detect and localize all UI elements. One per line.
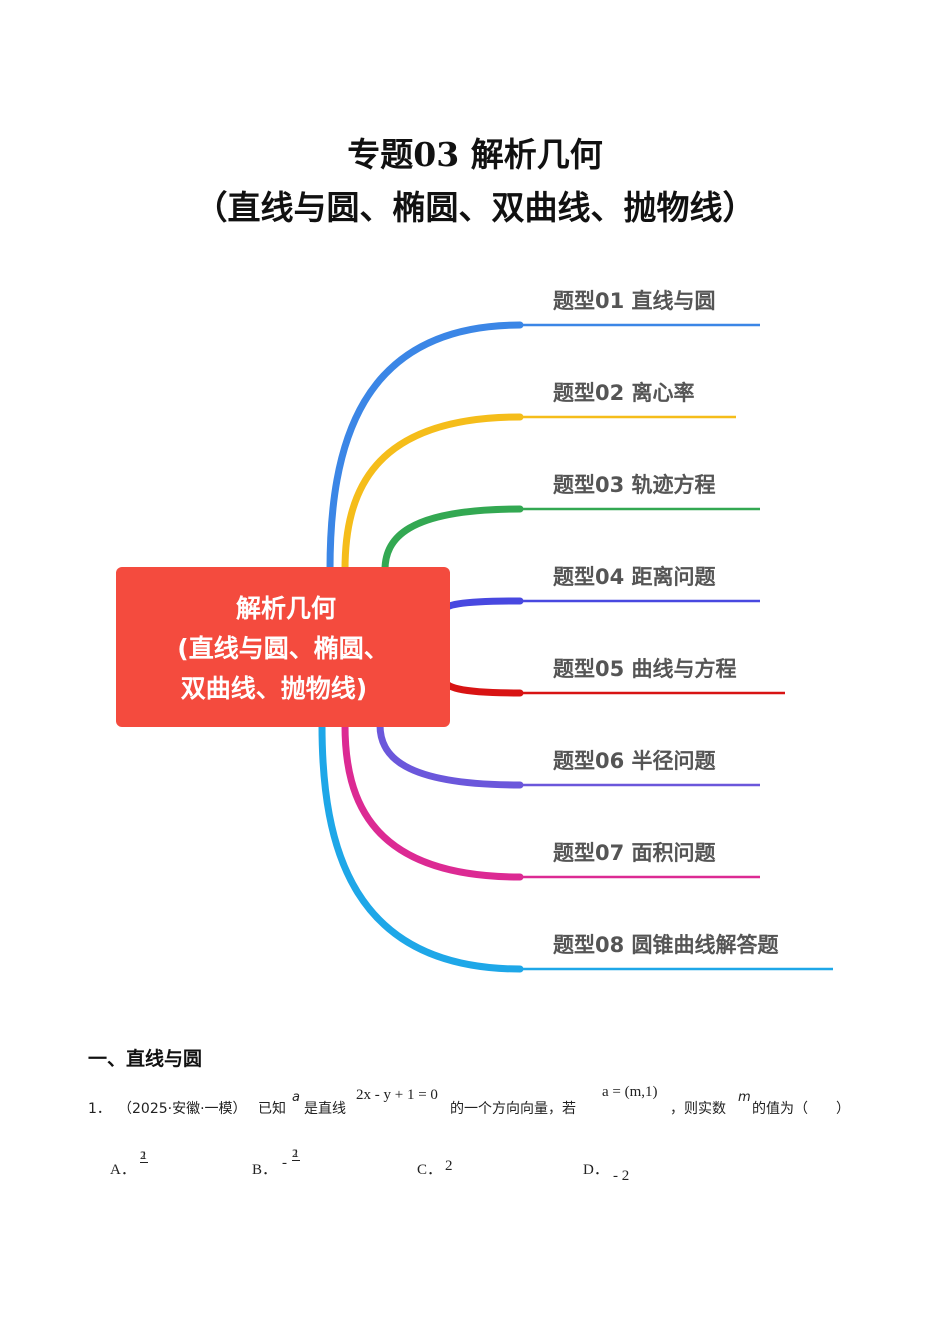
option-a-label: A． [110,1162,136,1178]
question-1: 1． （2025·安徽·一模） 已知 a 是直线 2x - y + 1 = 0 … [88,1084,888,1130]
question-text-5: 的值为（ ） [752,1101,850,1117]
option-a-denominator: 2 [140,1148,146,1162]
branch-curve-3 [381,505,524,574]
branch-label-3: 题型03 轨迹方程 [553,473,716,497]
branch-label-7: 题型07 面积问题 [553,841,717,865]
variable-a: a [292,1090,300,1105]
document-title: 专题03 解析几何 [347,135,603,174]
option-b-numerator: 1 [292,1146,300,1161]
option-b-denominator: 2 [292,1146,298,1160]
mind-map-center-node: 解析几何 (直线与圆、椭圆、 双曲线、抛物线) [116,567,450,727]
branch-label-4: 题型04 距离问题 [553,565,717,589]
center-node-line-2: (直线与圆、椭圆、 [177,634,388,663]
branch-curve-8 [318,721,524,973]
center-node-line-3: 双曲线、抛物线) [181,674,367,703]
question-text-1: 已知 [258,1101,286,1117]
document-subtitle: （直线与圆、椭圆、双曲线、抛物线） [194,188,756,227]
option-d-label: D． [583,1162,609,1178]
section-heading: 一、直线与圆 [88,1048,203,1070]
option-b-label: B． [252,1162,278,1178]
variable-m: m [738,1090,751,1105]
branch-curve-4 [441,597,524,614]
option-d-value: - 2 [613,1168,630,1184]
branch-label-8: 题型08 圆锥曲线解答题 [553,933,780,957]
center-node-line-1: 解析几何 [236,594,336,623]
vector-expression: a = (m,1) [602,1084,658,1100]
option-b-sign: - [282,1155,287,1171]
branch-label-6: 题型06 半径问题 [553,749,717,773]
option-c-label: C． [417,1162,443,1178]
branch-label-5: 题型05 曲线与方程 [553,657,737,681]
question-source: （2025·安徽·一模） [118,1101,247,1117]
question-text-2: 是直线 [304,1101,346,1117]
question-text-3: 的一个方向向量，若 [450,1101,576,1117]
line-equation: 2x - y + 1 = 0 [356,1087,438,1103]
question-text-4: ，则实数 [670,1101,726,1117]
branch-curve-7 [341,721,524,881]
branch-curve-2 [341,413,524,574]
option-c-value: 2 [445,1158,453,1174]
branch-curve-6 [376,721,524,789]
question-number: 1． [88,1101,111,1117]
branch-curve-5 [441,676,524,697]
branch-label-1: 题型01 直线与圆 [553,289,716,313]
option-a-numerator: 1 [140,1148,148,1163]
branch-label-2: 题型02 离心率 [553,381,695,405]
branch-curve-1 [326,321,524,574]
